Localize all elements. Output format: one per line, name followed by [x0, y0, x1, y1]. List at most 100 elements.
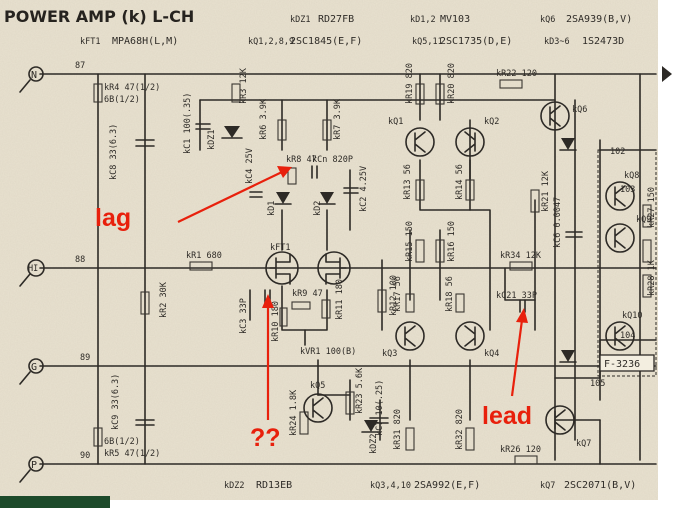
label-kq3: kQ3 [382, 349, 397, 359]
header-ref-kdz1: kDZ1 [290, 15, 310, 25]
header-ref-kd36: kD3~6 [544, 37, 570, 47]
label-kq2: kQ2 [484, 117, 499, 127]
terminal-n: N [19, 66, 44, 93]
transistor-kq6 [540, 101, 570, 131]
label-kft1: kFT1 [270, 243, 290, 253]
transistors [265, 101, 635, 435]
label-kr9: kR9 47 [292, 289, 323, 299]
label-kr4: kR4 47(1/2) [104, 83, 160, 93]
label-kr20: kR20 820 [447, 63, 457, 104]
paper-grain [0, 0, 658, 508]
label-kc4: kC4 25V [245, 148, 255, 184]
annotation-lag-text: lag [95, 204, 131, 232]
label-kr26: kR26 120 [500, 445, 541, 455]
label-kr10: kR10 180 [271, 301, 281, 342]
label-kd1: kD1 [267, 201, 277, 216]
label-kr15: kR15 150 [405, 221, 415, 262]
label-kvr1: kVR1 100(B) [300, 347, 356, 357]
transistor-kq7 [545, 405, 575, 435]
label-kc21: kC21 33P [496, 291, 537, 301]
terminal-p-label: P [31, 460, 37, 471]
pin-90: 90 [80, 451, 90, 461]
pin-104: 104 [620, 331, 635, 341]
annotation-lead-text: lead [482, 402, 532, 430]
terminal-g: G [19, 358, 44, 385]
footer-ref-kdz2: kDZ2 [224, 481, 244, 491]
label-kr28: kR28 1K [647, 259, 657, 296]
pin-105: 105 [590, 379, 605, 389]
label-kr1: kR1 680 [186, 251, 222, 261]
header-parts-line1: kDZ1 RD27FB kD1,2 MV103 kQ6 2SA939(B,V) [290, 14, 632, 25]
footer-ref-kq7: kQ7 [540, 481, 555, 491]
header-value-kft1: MPA68H(L,M) [112, 36, 178, 47]
fet-kft1 [265, 251, 299, 285]
header-ref-kd12: kD1,2 [410, 15, 436, 25]
label-kr7: kR7 3.9K [333, 98, 343, 140]
header-parts-line2: kFT1 MPA68H(L,M) kQ1,2,8,9 2SC1845(E,F) … [80, 36, 624, 47]
transistor-kq3 [395, 321, 425, 351]
transistor-kq10 [605, 321, 635, 351]
module-f3236-label: F-3236 [604, 359, 640, 370]
label-kc1: kC1 100(.35) [183, 93, 193, 154]
label-kr2: kR2 30K [159, 281, 169, 318]
header-value-kd36: 1S2473D [582, 36, 624, 47]
pin-89: 89 [80, 353, 90, 363]
label-kc2: kC2 4.25V [359, 166, 369, 212]
annotation-lead: lead [482, 308, 532, 430]
pin-87: 87 [75, 61, 85, 71]
label-kq4: kQ4 [484, 349, 499, 359]
label-kd2: kD2 [313, 201, 323, 216]
header-value-kdz1: RD27FB [318, 14, 354, 25]
label-kcn: kCn 820P [312, 155, 353, 165]
header-ref-kft1: kFT1 [80, 37, 100, 47]
label-kq10: kQ10 [622, 311, 642, 321]
terminal-g-label: G [31, 362, 37, 373]
footer-parts: kDZ2 RD13EB kQ3,4,10 2SA992(E,F) kQ7 2SC… [224, 480, 636, 491]
header-ref-kq1289: kQ1,2,8,9 [248, 37, 294, 47]
terminal-n-label: N [31, 70, 37, 81]
label-kr3: kR3 12K [239, 67, 249, 104]
label-kr19: kR19 820 [405, 63, 415, 104]
label-kq7: kQ7 [576, 439, 591, 449]
terminal-hi: HI [19, 259, 45, 287]
transistor-kq1 [405, 127, 435, 157]
label-kc3: kC3 33P [239, 298, 249, 334]
label-kr16: kR16 150 [447, 221, 457, 262]
label-kr18: kR18 56 [445, 276, 455, 312]
label-kq1: kQ1 [388, 117, 403, 127]
terminal-hi-label: HI [28, 264, 38, 274]
resistors [93, 79, 652, 465]
label-kr11: kR11 180 [335, 279, 345, 320]
label-kr14: kR14 56 [455, 164, 465, 200]
right-margin [658, 0, 682, 508]
module-f3236: F-3236 [597, 149, 657, 377]
pin-88: 88 [75, 255, 85, 265]
label-kc9: kC9 33(6.3) [111, 374, 121, 430]
label-kc8: kC8 33(6.3) [109, 124, 119, 180]
label-kr23: kR23 5.6K [355, 367, 365, 414]
label-kr24: kR24 1.8K [289, 389, 299, 436]
label-kr5: kR5 47(1/2) [104, 449, 160, 459]
transistor-kq8 [605, 181, 635, 211]
label-kc7: kC7 10(.25) [375, 380, 385, 436]
label-kr32: kR32 820 [455, 409, 465, 450]
label-kr22: kR22 120 [496, 69, 537, 79]
footer-ref-kq3410: kQ3,4,10 [370, 481, 411, 491]
schematic-title: POWER AMP (k) L-CH [4, 7, 194, 26]
terminal-p: P [19, 456, 44, 483]
label-kr21: kR21 12K [541, 170, 551, 212]
diodes [221, 66, 672, 433]
transistor-kq2 [455, 127, 485, 157]
annotation-unknown: ?? [250, 294, 281, 452]
label-kr31: kR31 820 [393, 409, 403, 450]
footer-value-kdz2: RD13EB [256, 480, 292, 491]
label-kq8: kQ8 [624, 171, 639, 181]
label-kr6: kR6 3.9K [259, 98, 269, 140]
pin-103: 103 [620, 185, 635, 195]
annotation-lag: lag [95, 166, 292, 232]
header-value-kq511: 2SC1735(D,E) [440, 36, 512, 47]
header-value-kq1289: 2SC1845(E,F) [290, 36, 362, 47]
label-kr12: kR12 100 [389, 275, 399, 316]
header-value-kq6: 2SA939(B,V) [566, 14, 632, 25]
